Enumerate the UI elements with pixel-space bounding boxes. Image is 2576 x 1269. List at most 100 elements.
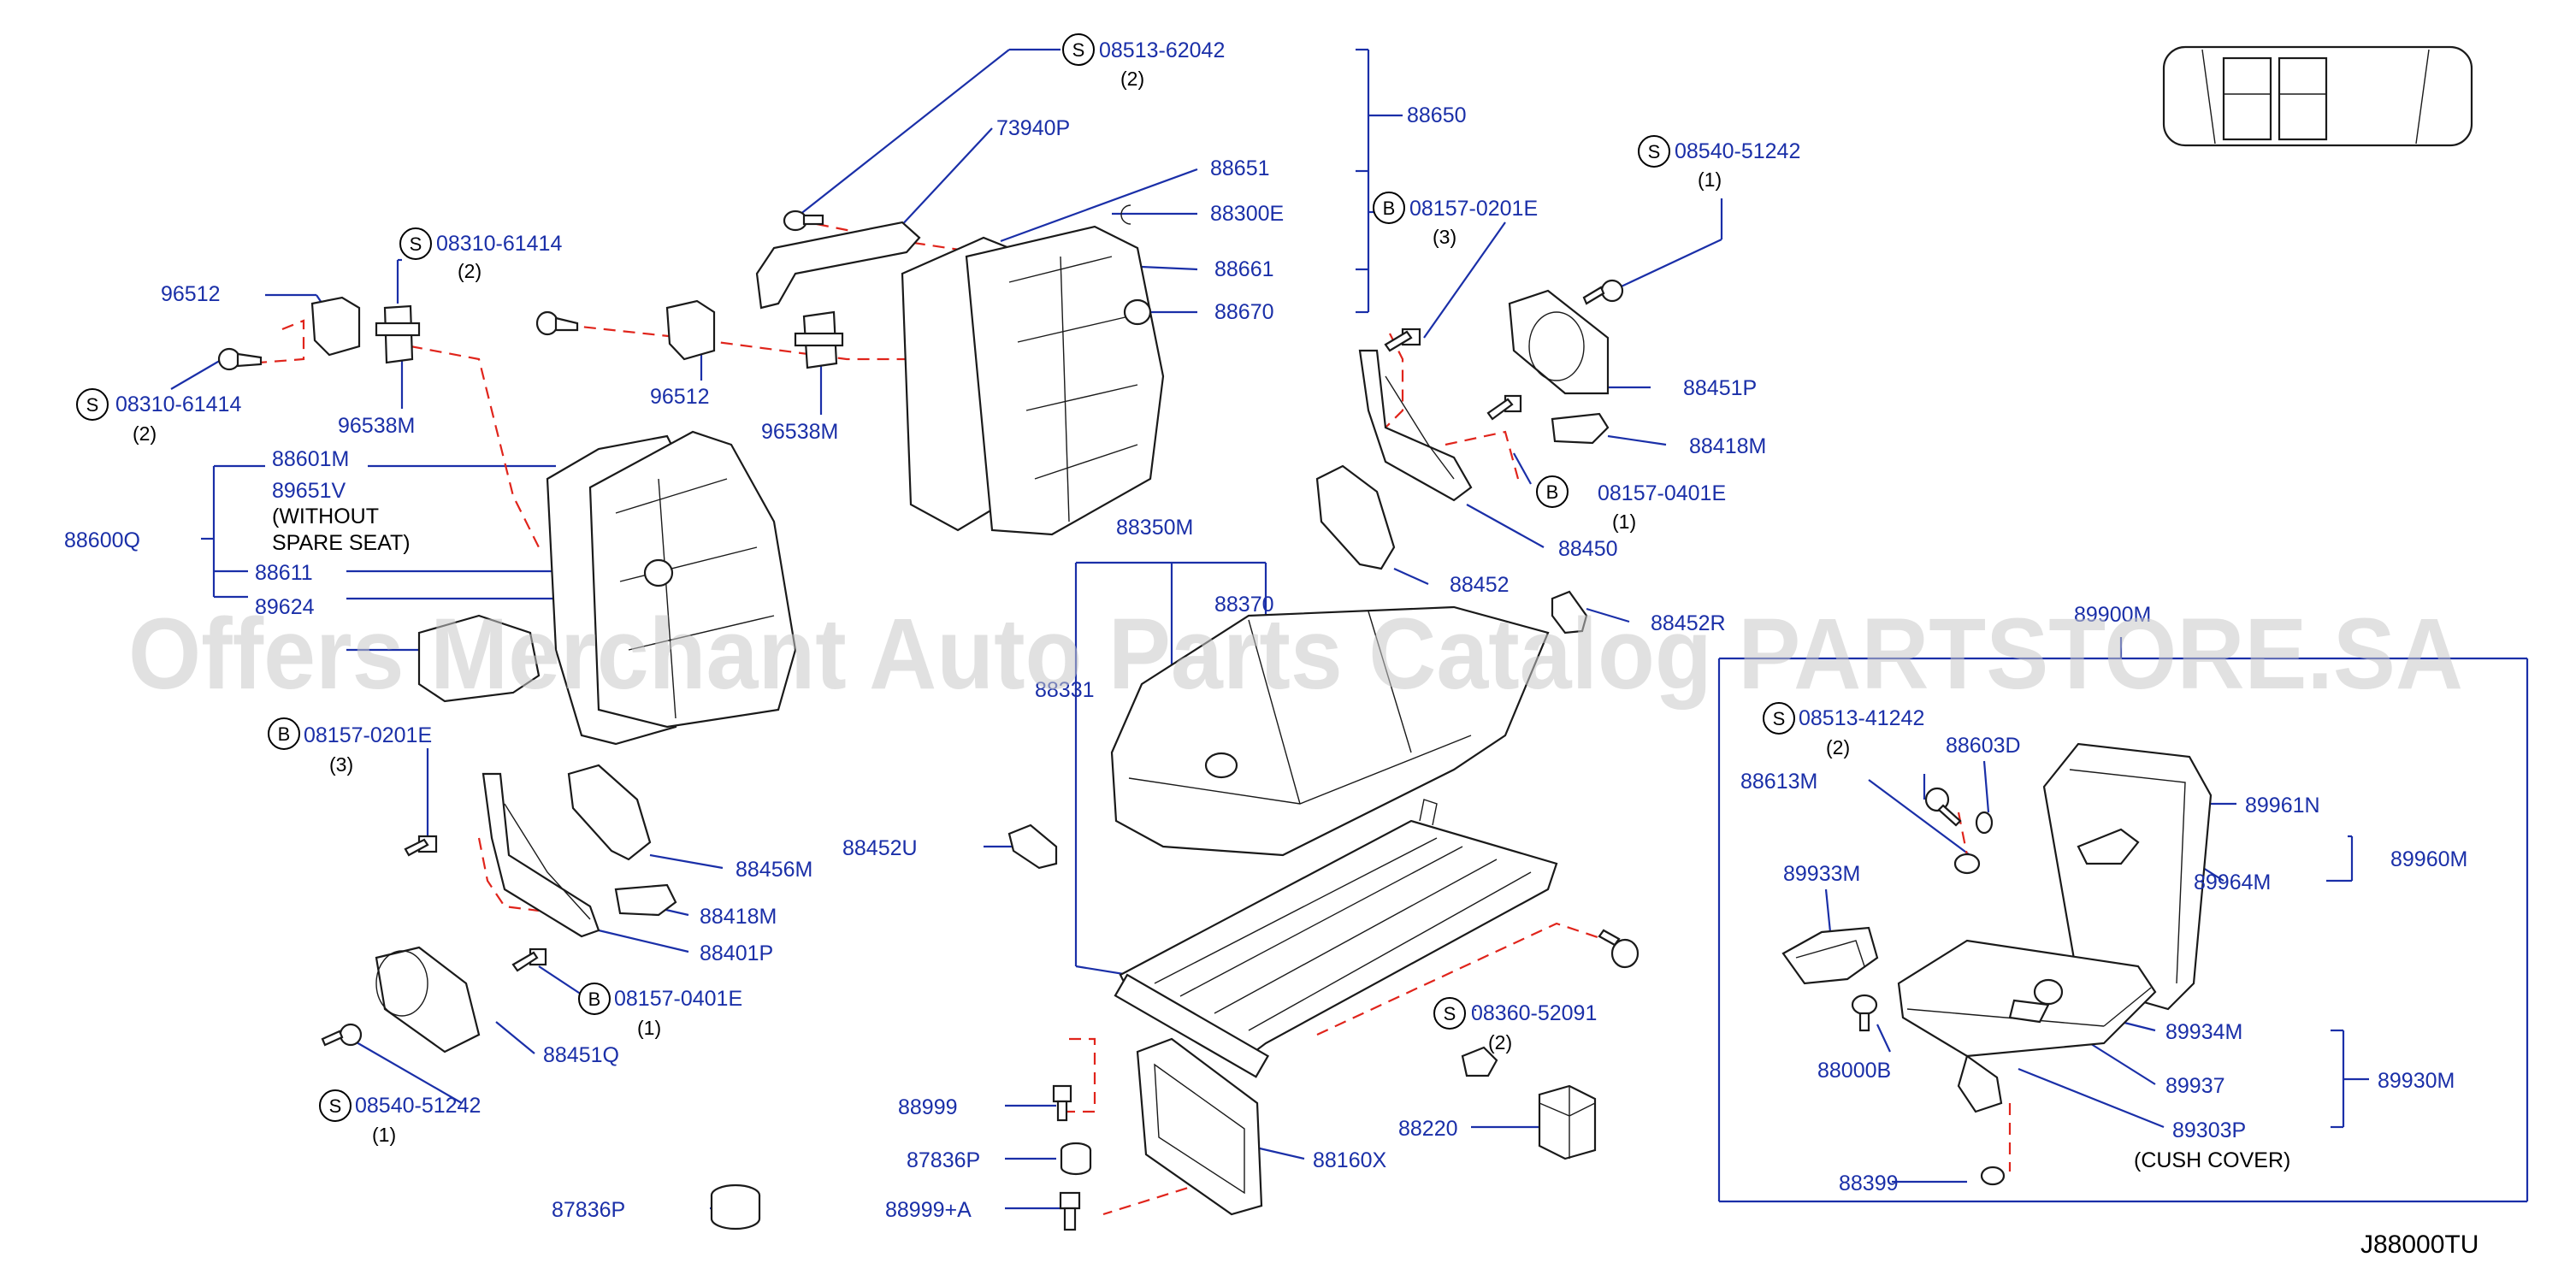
part-labels: 08513-62042 (2) 73940P 88651 88650 88300… (64, 38, 2467, 1222)
label-88399: 88399 (1839, 1172, 1899, 1195)
clip-shape (1461, 1046, 1498, 1077)
base-89303P-shape (1957, 1054, 2003, 1113)
label-08540-51242-left: 08540-51242 (355, 1094, 481, 1118)
spare-cushion-89930M-shape (1897, 939, 2157, 1058)
qty-08157-0401E-left: (1) (637, 1017, 661, 1039)
part-shapes (217, 45, 2473, 1231)
bolt-08157-0201E-top-shape (1384, 328, 1421, 352)
cover-88456M-shape (567, 764, 652, 861)
label-88401P: 88401P (700, 941, 773, 965)
label-89303P: 89303P (2172, 1118, 2246, 1142)
label-88670: 88670 (1214, 300, 1274, 324)
cover-88452-shape (1315, 464, 1396, 570)
hinge-88401P-shape (482, 772, 600, 938)
symbol-b: B (1546, 481, 1559, 503)
label-96512-left: 96512 (161, 282, 221, 306)
label-96538M-mid: 96538M (761, 420, 838, 444)
clip-88452R-shape (1551, 590, 1588, 634)
cap-87836P-mid-shape (1060, 1142, 1092, 1176)
label-08513-41242: 08513-41242 (1799, 706, 1924, 730)
clip-88452U-shape (1007, 823, 1058, 870)
label-08157-0201E-left: 08157-0201E (304, 723, 432, 747)
label-08157-0201E-top: 08157-0201E (1409, 197, 1538, 221)
grommet-88613M-shape (1953, 853, 1981, 875)
qty-08360-52091: (2) (1488, 1031, 1512, 1054)
label-88350M: 88350M (1116, 516, 1193, 540)
label-88220: 88220 (1398, 1117, 1458, 1141)
plate-88160X-shape (1136, 1037, 1263, 1216)
label-88613M: 88613M (1740, 770, 1817, 794)
callout-symbols: S B S S S B B S S B S (76, 33, 1795, 1122)
qty-08310-61414-top: (2) (458, 260, 482, 282)
label-88000B: 88000B (1817, 1059, 1891, 1083)
stopper-88670-shape (1123, 298, 1152, 326)
label-89900M: 89900M (2074, 603, 2151, 627)
cap-87836P-left-shape (710, 1183, 761, 1231)
qty-08157-0201E-left: (3) (329, 753, 353, 776)
bolt-88000B-shape (1851, 994, 1878, 1032)
label-88650: 88650 (1407, 103, 1467, 127)
label-88160X: 88160X (1313, 1148, 1387, 1172)
label-87836P-left: 87836P (552, 1198, 625, 1222)
bolt-shape (783, 210, 824, 232)
clip-88300E-shape (1120, 204, 1131, 225)
screw-left-shape (217, 347, 263, 371)
bolt-08157-0401E-left-shape (511, 947, 547, 972)
label-89933M: 89933M (1783, 862, 1860, 886)
label-96512-mid: 96512 (650, 385, 710, 409)
label-88300E: 88300E (1210, 202, 1284, 226)
qty-08157-0201E-top: (3) (1433, 226, 1456, 248)
bolt-88999A-shape (1059, 1191, 1081, 1231)
qty-08310-61414-left: (2) (133, 422, 157, 445)
watermark: Offers Merchant Auto Parts Catalog PARTS… (128, 598, 2463, 711)
label-88603D: 88603D (1946, 734, 2021, 758)
cap-96512-left-shape (310, 296, 361, 357)
screw-08360-52091-shape (1598, 929, 1640, 969)
label-88611: 88611 (255, 561, 313, 585)
qty-08513-62042: (2) (1120, 68, 1144, 90)
symbol-b: B (278, 723, 291, 745)
label-89960M: 89960M (2390, 847, 2467, 871)
symbol-s: S (410, 233, 422, 255)
label-88331: 88331 (1035, 678, 1095, 702)
cover-88451P-shape (1508, 289, 1610, 395)
label-88451P: 88451P (1683, 376, 1757, 400)
label-08360-52091: 08360-52091 (1471, 1001, 1597, 1025)
screw-08513-41242-shape (1924, 787, 1962, 827)
bolt-08157-0201E-left-shape (404, 835, 438, 857)
washer-88603D-shape (1975, 811, 1994, 835)
label-73940P: 73940P (996, 116, 1070, 140)
cover-88451Q-shape (375, 946, 481, 1054)
screw-mid-shape (535, 310, 579, 336)
symbol-b: B (588, 989, 601, 1010)
seat-cushion-88350M-shape (1110, 605, 1550, 857)
label-88450: 88450 (1558, 537, 1618, 561)
label-88651: 88651 (1210, 156, 1270, 180)
label-08310-61414-left: 08310-61414 (115, 393, 241, 416)
label-88418M-left: 88418M (700, 905, 777, 929)
label-88999A: 88999+A (885, 1198, 972, 1222)
seat-frame-rail-shape (1114, 973, 1270, 1078)
knob-88418M-top-shape (1551, 412, 1610, 445)
symbol-s: S (329, 1095, 342, 1117)
label-89624: 89624 (255, 595, 315, 619)
knob-88418M-left-shape (614, 883, 677, 917)
armrest-shape (417, 614, 541, 703)
label-89930M: 89930M (2378, 1069, 2455, 1093)
note-spare-seat: SPARE SEAT) (272, 531, 411, 555)
label-96538M-left: 96538M (338, 414, 415, 438)
note-without: (WITHOUT (272, 505, 379, 528)
label-88418M-top: 88418M (1689, 434, 1766, 458)
cap-88399-shape (1980, 1166, 2006, 1186)
qty-08513-41242: (2) (1826, 736, 1850, 758)
label-88601M: 88601M (272, 447, 349, 471)
qty-08540-51242-top: (1) (1698, 168, 1722, 191)
label-08513-62042: 08513-62042 (1099, 38, 1225, 62)
pocket-89964M-shape (2077, 828, 2140, 865)
label-88370: 88370 (1214, 593, 1274, 617)
label-88600Q: 88600Q (64, 528, 140, 552)
bolt-88999-shape (1052, 1084, 1072, 1122)
clip-89937-shape (2008, 999, 2050, 1024)
label-87836P-mid: 87836P (907, 1148, 980, 1172)
